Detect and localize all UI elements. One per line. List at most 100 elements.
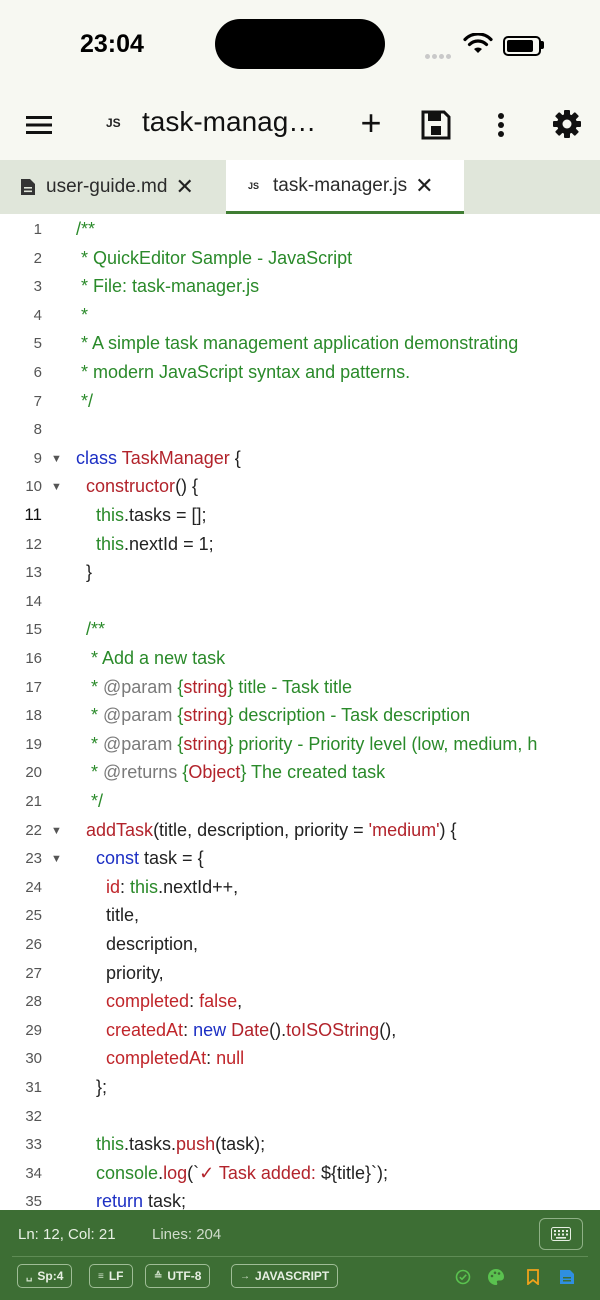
code-line[interactable]: 33 this.tasks.push(task); [0,1132,600,1160]
line-number: 1 [33,221,42,238]
check-circle-icon[interactable] [454,1268,472,1286]
code-line[interactable]: 29 createdAt: new Date().toISOString(), [0,1018,600,1046]
code-line[interactable]: 11 this.tasks = []; [0,503,600,531]
code-line[interactable]: 19 * @param {string} priority - Priority… [0,732,600,760]
line-number: 19 [25,735,42,753]
line-ending-chip[interactable]: ≡LF [89,1264,133,1288]
line-number: 4 [33,306,42,324]
line-number: 2 [33,249,42,267]
encoding-chip[interactable]: ≙UTF-8 [145,1264,211,1288]
code-line[interactable]: 31 }; [0,1075,600,1103]
battery-tip [541,41,544,49]
code-line[interactable]: 20 * @returns {Object} The created task [0,760,600,788]
close-tab-icon[interactable]: ✕ [175,174,194,199]
code-line[interactable]: 30 completedAt: null [0,1046,600,1074]
lines-icon: ≡ [98,1270,104,1282]
code-text: /** [76,219,95,240]
code-line[interactable]: 25 title, [0,903,600,931]
line-number: 13 [25,564,42,582]
code-token [76,505,96,525]
bookmark-icon[interactable] [524,1268,542,1286]
code-token: null [216,1048,245,1069]
dynamic-island [215,19,385,69]
line-number: 26 [25,936,42,953]
line-number: 5 [33,335,42,353]
code-line[interactable]: 15 /** [0,617,600,645]
more-options-icon[interactable] [490,108,512,142]
code-line[interactable]: 23▼ const task = { [0,846,600,874]
code-token: false [199,991,238,1012]
code-line[interactable]: 28 completed: false, [0,989,600,1017]
code-token: { [229,447,241,468]
code-line[interactable]: 18 * @param {string} description - Task … [0,703,600,731]
code-line[interactable]: 1 /** [0,217,600,245]
code-line[interactable]: 14 [0,589,600,617]
code-line[interactable]: 34 console.log(`✓ Task added: ${title}`)… [0,1161,600,1189]
file-title[interactable]: task-manag… [142,106,317,137]
code-line[interactable]: 10▼ constructor() { [0,474,600,502]
code-token [76,848,96,868]
code-text: priority, [76,963,164,984]
code-token: Date [231,1019,270,1040]
code-line[interactable]: 7 */ [0,389,600,417]
code-line[interactable]: 3 * File: task-manager.js [0,274,600,302]
tab-label: user-guide.md [46,176,168,197]
file-tabs: user-guide.md ✕ JS task-manager.js ✕ [0,160,600,214]
code-token: completed [106,991,190,1012]
code-token: completedAt [106,1048,207,1069]
code-line[interactable]: 17 * @param {string} title - Task title [0,675,600,703]
menu-icon[interactable] [24,110,54,140]
fold-toggle-icon[interactable]: ▼ [51,824,62,837]
line-number: 20 [25,764,42,782]
code-token [76,1163,96,1183]
gear-icon[interactable] [552,108,582,140]
chip-label: UTF-8 [167,1269,202,1283]
tab-task-manager[interactable]: JS task-manager.js ✕ [226,160,464,214]
code-line[interactable]: 2 * QuickEditor Sample - JavaScript [0,246,600,274]
cursor-position: Ln: 12, Col: 21 [18,1226,116,1243]
code-token: * [76,676,104,697]
code-text: this.tasks = []; [76,505,207,526]
new-file-icon[interactable]: + [360,102,382,143]
code-token: } [76,562,93,583]
keyboard-icon[interactable] [539,1218,583,1250]
code-line[interactable]: 32 [0,1104,600,1132]
close-tab-icon[interactable]: ✕ [415,172,434,198]
fold-toggle-icon[interactable]: ▼ [51,853,62,866]
file-info-icon[interactable] [558,1268,576,1286]
code-token: * [76,705,104,726]
code-token: constructor [86,476,176,497]
palette-icon[interactable] [487,1268,505,1286]
line-number: 34 [25,1164,42,1182]
code-line[interactable]: 5 * A simple task management application… [0,331,600,359]
code-text: addTask(title, description, priority = '… [76,820,457,841]
code-token: : [183,1019,194,1040]
code-line[interactable]: 13 } [0,560,600,588]
fold-toggle-icon[interactable]: ▼ [51,452,62,465]
code-text: }; [76,1077,107,1098]
language-chip[interactable]: →JAVASCRIPT [231,1264,339,1288]
code-line[interactable]: 9▼class TaskManager { [0,446,600,474]
code-line[interactable]: 24 id: this.nextId++, [0,875,600,903]
code-line[interactable]: 8 [0,417,600,445]
code-line[interactable]: 6 * modern JavaScript syntax and pattern… [0,360,600,388]
fold-toggle-icon[interactable]: ▼ [51,481,62,494]
code-token: @returns [103,762,178,783]
code-line[interactable]: 21 */ [0,789,600,817]
code-line[interactable]: 35 return task; [0,1189,600,1210]
code-token: (` [187,1162,200,1183]
code-line[interactable]: 27 priority, [0,961,600,989]
save-icon[interactable] [420,109,452,141]
indent-chip[interactable]: ␣Sp:4 [17,1264,73,1288]
code-text: createdAt: new Date().toISOString(), [76,1020,396,1041]
code-line[interactable]: 12 this.nextId = 1; [0,532,600,560]
code-token [76,877,106,897]
tab-user-guide[interactable]: user-guide.md ✕ [0,160,226,214]
code-line[interactable]: 16 * Add a new task [0,646,600,674]
code-token [76,991,106,1011]
code-token: , [237,991,243,1012]
code-line[interactable]: 22▼ addTask(title, description, priority… [0,818,600,846]
code-line[interactable]: 26 description, [0,932,600,960]
code-line[interactable]: 4 * [0,303,600,331]
